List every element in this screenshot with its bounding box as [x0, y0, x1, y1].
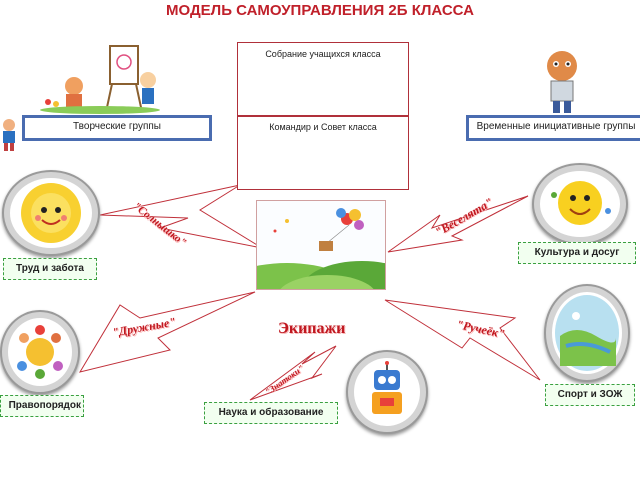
- friendship-emblem: [0, 310, 80, 394]
- page-title: МОДЕЛЬ САМОУПРАВЛЕНИЯ 2Б КЛАССА: [166, 2, 474, 19]
- connector-ruchyok: [384, 299, 541, 381]
- role-box-nauka: Наука и образование: [204, 402, 338, 424]
- assembly-box: Собрание учащихся класса: [237, 42, 409, 116]
- role-box-sport: Спорт и ЗОЖ: [545, 384, 635, 406]
- sun-icon: [21, 183, 81, 243]
- assembly-label: Собрание учащихся класса: [265, 49, 381, 59]
- smiley-icon: [551, 181, 611, 225]
- connector-druzhnye: [78, 291, 256, 373]
- role-box-kultura: Культура и досуг: [518, 242, 636, 264]
- connector-znatoki: [249, 345, 337, 401]
- holding-hands-icon: [17, 325, 63, 379]
- nature-emblem: [544, 284, 630, 382]
- council-label: Командир и Совет класса: [269, 122, 377, 132]
- smiley-emblem: [532, 163, 628, 245]
- painting-kids-icon: [40, 42, 160, 114]
- landscape-icon: [555, 295, 619, 371]
- creative-groups-box: Творческие группы: [22, 115, 212, 141]
- council-box: Командир и Совет класса: [237, 116, 409, 190]
- connector-veselyata: [387, 195, 529, 253]
- robot-emblem: [346, 350, 428, 434]
- crews-heading: Экипажи: [278, 320, 346, 337]
- role-box-trud: Труд и забота: [3, 258, 97, 280]
- role-box-pravoporyadok: Правопорядок: [0, 395, 84, 417]
- kid-figure-icon: [0, 118, 18, 152]
- robot-icon: [372, 361, 402, 414]
- sun-emblem: [2, 170, 100, 256]
- temporary-groups-box: Временные инициативные группы: [466, 115, 640, 141]
- landscape-icon: [256, 200, 386, 290]
- boy-mascot-icon: [535, 48, 590, 114]
